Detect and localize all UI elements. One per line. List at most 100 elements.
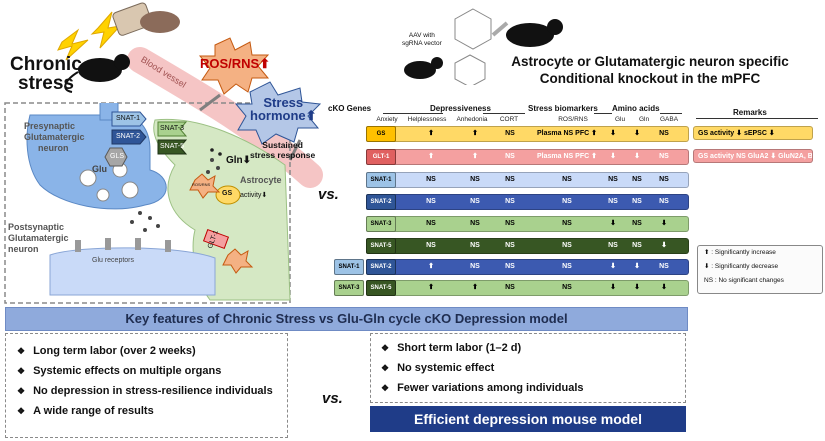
lightning-2 bbox=[90, 11, 122, 49]
aav-line1: AAV with bbox=[408, 32, 435, 39]
stress-line bbox=[594, 113, 612, 114]
ko-cell: NS bbox=[562, 284, 572, 291]
vesicle-1 bbox=[79, 169, 97, 187]
stress-biomarkers-header: Stress biomarkers bbox=[528, 104, 598, 113]
stress-hormone-line2-wrap: hormone⬆ bbox=[250, 108, 317, 123]
ko-cell: NS bbox=[659, 176, 669, 183]
aav-label: AAV with sgRNA vector bbox=[402, 32, 442, 48]
ko-cell: ⬇ bbox=[634, 284, 640, 291]
synapse-box bbox=[4, 102, 291, 304]
col-cort: CORT bbox=[499, 116, 519, 123]
sustained-line1: Sustained bbox=[262, 140, 303, 150]
ko-cell: NS bbox=[426, 198, 436, 205]
ko-cell: NS bbox=[562, 176, 572, 183]
receptor-4 bbox=[165, 240, 171, 252]
ko-cell: ⬆ bbox=[472, 130, 478, 137]
rat-body bbox=[140, 11, 180, 33]
vs-top: vs. bbox=[318, 186, 339, 203]
ko-cell: NS bbox=[632, 176, 642, 183]
cko-feature-2-text: No systemic effect bbox=[397, 362, 495, 374]
vesicle-3 bbox=[121, 181, 139, 199]
gene-tag: SNAT-5 bbox=[366, 280, 396, 296]
col-ros-rns: ROS/RNS bbox=[558, 116, 588, 123]
cko-feature-3: ❖Fewer variations among individuals bbox=[381, 378, 584, 398]
stress-hormone-burst bbox=[234, 81, 322, 145]
chronic-title-line1: Chronic bbox=[10, 54, 82, 75]
key-features-banner: Key features of Chronic Stress vs Glu-Gl… bbox=[5, 307, 688, 331]
postsynaptic-label: Postsynaptic Glutamatergic neuron bbox=[8, 222, 69, 255]
presynaptic-label: Presynaptic Glutamatergic neuron bbox=[24, 121, 85, 154]
gls-label: GLS bbox=[110, 153, 125, 160]
ko-cell: NS bbox=[470, 198, 480, 205]
sustained-line2: stress response bbox=[250, 150, 316, 160]
gene-tag: GLT-1 bbox=[366, 149, 396, 165]
ko-cell: NS bbox=[426, 176, 436, 183]
remark-cell: GS activity ⬇ sEPSC ⬇ bbox=[693, 126, 813, 140]
ros-small-2 bbox=[222, 248, 254, 274]
gln-dot-1 bbox=[210, 148, 214, 152]
stress-hormone-label: Stress hormone⬆ bbox=[250, 96, 317, 122]
ko-cell: NS bbox=[505, 242, 515, 249]
ko-cell: NS bbox=[562, 263, 572, 270]
ko-cell: NS bbox=[505, 198, 515, 205]
ros-small-1 bbox=[189, 173, 221, 199]
right-illustration bbox=[404, 8, 563, 85]
ros-small-label: ROS/RNS bbox=[192, 182, 211, 187]
sustained-label: Sustained stress response bbox=[250, 140, 315, 160]
chronic-feature-4-text: A wide range of results bbox=[33, 405, 154, 417]
bullet-icon: ❖ bbox=[381, 343, 390, 353]
mouse-head-small bbox=[431, 57, 443, 69]
snat2-small-label: SNAT-2 bbox=[116, 133, 140, 140]
ko-cell: ⬇ bbox=[610, 263, 616, 270]
snat1-transporter-shape bbox=[111, 111, 147, 127]
gene-tag: SNAT-1 bbox=[334, 259, 364, 275]
ko-cell: NS bbox=[608, 198, 618, 205]
depress-line-2 bbox=[483, 113, 525, 114]
ko-cell: NS bbox=[426, 220, 436, 227]
chronic-stress-title: Chronic stress bbox=[10, 55, 82, 93]
ko-cell: NS bbox=[632, 220, 642, 227]
aav-hex-2 bbox=[454, 54, 486, 85]
ko-cell: ⬆ bbox=[428, 130, 434, 137]
postsyn-line3: neuron bbox=[8, 244, 39, 254]
ko-cell: ⬆ bbox=[472, 153, 478, 160]
mouse-head-left bbox=[114, 54, 130, 70]
ko-cell: NS bbox=[659, 263, 669, 270]
gln-label-wrap: Gln⬇ bbox=[226, 155, 252, 166]
cko-feature-1-text: Short term labor (1–2 d) bbox=[397, 342, 522, 354]
receptor-3 bbox=[135, 238, 141, 250]
ko-cell: ⬆ bbox=[472, 284, 478, 291]
ko-cell: NS bbox=[470, 242, 480, 249]
chronic-feature-1-text: Long term labor (over 2 weeks) bbox=[33, 345, 196, 357]
presyn-line2: Glutamatergic bbox=[24, 132, 85, 142]
ko-cell: NS bbox=[562, 198, 572, 205]
legend-decrease: ⬇ : Significantly decrease bbox=[704, 263, 779, 270]
ko-cell: NS bbox=[470, 220, 480, 227]
cko-features-list: ❖ Short term labor (1–2 d) ❖ No systemic e… bbox=[381, 338, 584, 398]
gene-tag: SNAT-2 bbox=[366, 259, 396, 275]
snat5-small-label: SNAT-5 bbox=[160, 143, 184, 150]
chronic-features-list: ❖Long term labor (over 2 weeks) ❖Systemi… bbox=[17, 341, 273, 421]
ko-cell: NS bbox=[470, 176, 480, 183]
bullet-icon: ❖ bbox=[381, 363, 390, 373]
gs-enzyme-shape bbox=[215, 185, 241, 205]
activity-label: activity bbox=[240, 192, 262, 199]
ko-cell: NS bbox=[562, 242, 572, 249]
depressiveness-header: Depressiveness bbox=[430, 104, 491, 113]
ko-cell: NS bbox=[632, 242, 642, 249]
gs-label: GS bbox=[222, 190, 233, 197]
gene-tag: SNAT-3 bbox=[366, 216, 396, 232]
cko-feature-1: ❖ Short term labor (1–2 d) bbox=[381, 338, 584, 358]
aav-line2: sgRNA vector bbox=[402, 40, 442, 47]
ko-cell: ⬆ bbox=[428, 263, 434, 270]
snat2-transporter-shape bbox=[111, 129, 147, 145]
postsyn-line2: Glutamatergic bbox=[8, 233, 69, 243]
chronic-feature-3: ❖No depression in stress-resilience indi… bbox=[17, 381, 273, 401]
mouse-tail-left bbox=[64, 71, 79, 93]
ko-cell: NS bbox=[505, 284, 515, 291]
arrow-hormone bbox=[288, 139, 302, 161]
gene-tag: GS bbox=[366, 126, 396, 142]
